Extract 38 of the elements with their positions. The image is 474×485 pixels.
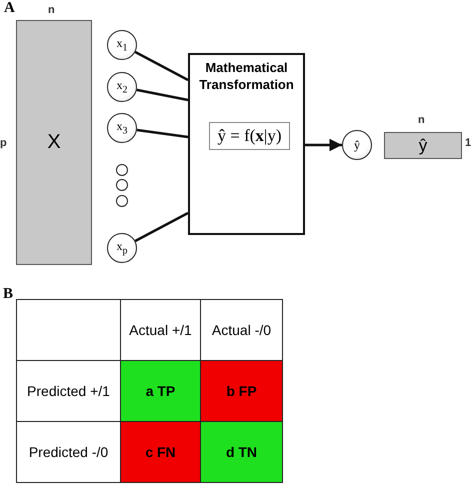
dimension-label: n: [48, 4, 55, 16]
outcome-cell: d TN: [200, 421, 283, 483]
formula-box: [209, 122, 290, 150]
formula: ŷ = f(x|y): [218, 126, 282, 146]
variable-circle: [342, 130, 372, 160]
variable-circle: [107, 72, 137, 102]
variable-label: ŷ: [354, 138, 360, 152]
variable-circle: [107, 233, 137, 263]
dimension-label: n: [418, 114, 425, 126]
connector-line: [136, 88, 188, 102]
variable-label: X: [47, 131, 61, 154]
box-title: Mathematical Transformation: [198, 59, 295, 93]
header-cell: Actual -/0: [200, 299, 283, 361]
arrow: [305, 138, 342, 152]
variable-circle: [107, 113, 137, 143]
matrix-box: [16, 20, 92, 265]
variable-label: ŷ: [418, 136, 428, 156]
variable-label: x$_{1}$: [116, 36, 128, 54]
panel-letter: B: [3, 286, 14, 303]
connector-line: [134, 212, 189, 242]
connector-line: [136, 128, 188, 138]
dimension-label: p: [0, 137, 7, 149]
empty-circle: [116, 179, 128, 191]
variable-circle: [107, 30, 137, 60]
outcome-cell: a TP: [120, 360, 201, 422]
empty-circle: [116, 164, 128, 176]
panel-letter: A: [4, 0, 15, 17]
dimension-label: 1: [465, 137, 472, 149]
transformation-box: [188, 53, 305, 235]
variable-label: x$_{2}$: [116, 78, 128, 96]
outcome-cell: b FP: [200, 360, 283, 422]
header-cell: Predicted -/0: [16, 421, 121, 483]
variable-label: x$_{3}$: [116, 119, 128, 137]
variable-label: x$_{p}$: [116, 239, 128, 257]
connector-line: [134, 50, 189, 82]
outcome-cell: c FN: [120, 421, 201, 483]
empty-circle: [116, 195, 128, 207]
output-vector-box: [384, 132, 462, 159]
